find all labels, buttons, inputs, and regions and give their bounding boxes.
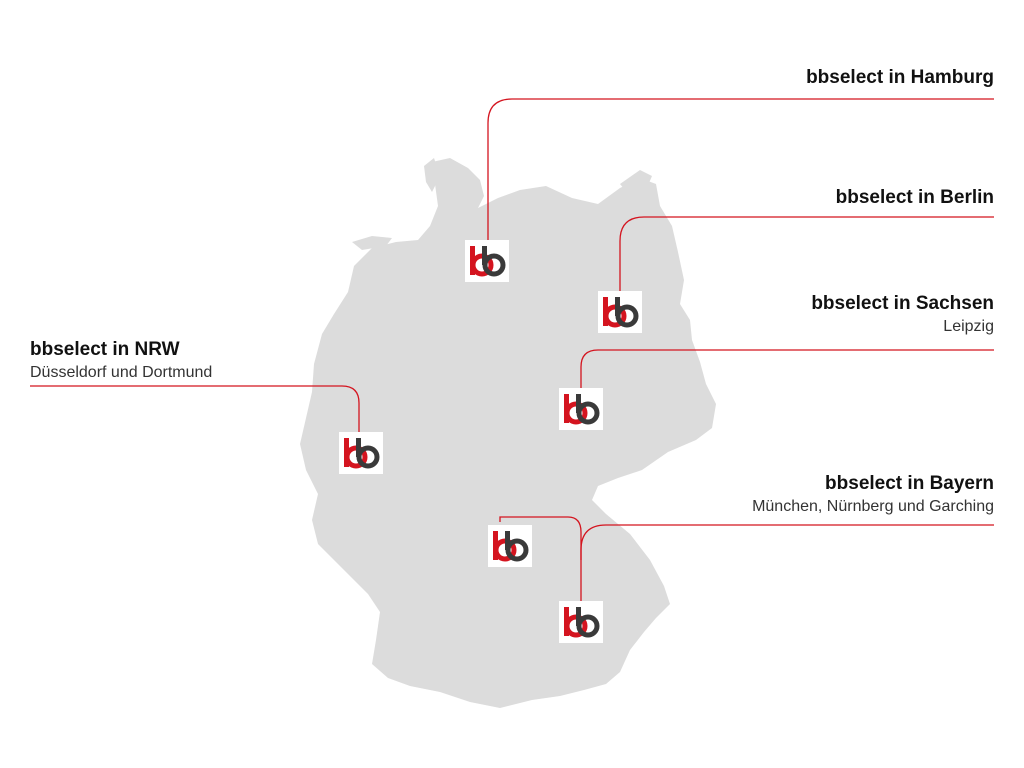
location-label-sachsen: bbselect in Sachsen Leipzig <box>811 292 994 338</box>
location-label-nrw: bbselect in NRW Düsseldorf und Dortmund <box>30 338 212 384</box>
location-label-hamburg: bbselect in Hamburg <box>806 66 994 90</box>
location-title: bbselect in Sachsen <box>811 293 994 314</box>
location-label-berlin: bbselect in Berlin <box>836 186 994 210</box>
north-island-sylt <box>424 158 440 192</box>
connector-lines <box>30 98 994 602</box>
north-island-west <box>352 236 392 250</box>
location-title: bbselect in NRW <box>30 339 180 360</box>
location-title: bbselect in Bayern <box>825 473 994 494</box>
bb-logo-icon <box>559 601 603 643</box>
bb-logo-icon <box>339 432 383 474</box>
bb-logo-icon <box>559 388 603 430</box>
logo-markers <box>339 240 642 643</box>
location-title: bbselect in Berlin <box>835 187 994 208</box>
north-island-east <box>620 170 652 196</box>
location-title: bbselect in Hamburg <box>806 67 994 88</box>
connector-hamburg <box>487 98 994 240</box>
bb-logo-icon <box>598 291 642 333</box>
location-subtitle: Leipzig <box>943 318 994 335</box>
connector-berlin <box>619 216 994 292</box>
location-subtitle: Düsseldorf und Dortmund <box>30 364 213 381</box>
connector-bayern-branch <box>499 516 582 560</box>
connector-sachsen <box>580 349 994 388</box>
location-subtitle: München, Nürnberg und Garching <box>752 498 994 515</box>
bb-logo-icon <box>488 525 532 567</box>
location-label-bayern: bbselect in Bayern München, Nürnberg und… <box>752 472 994 518</box>
connector-nrw <box>30 385 360 432</box>
bb-logo-icon <box>465 240 509 282</box>
